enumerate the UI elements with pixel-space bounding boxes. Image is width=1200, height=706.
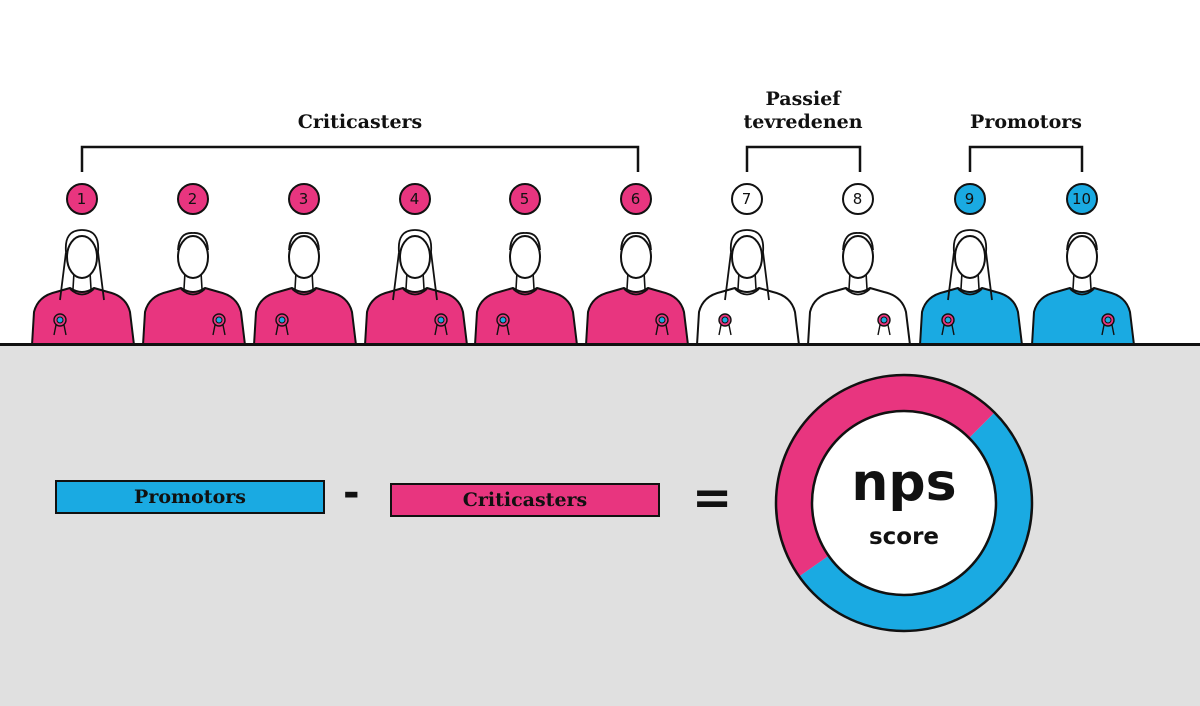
score-circle-10: 10 bbox=[1065, 183, 1098, 215]
score-circle-7: 7 bbox=[730, 183, 763, 215]
passive-label: Passief tevredenen bbox=[743, 88, 863, 133]
passive-bracket bbox=[745, 145, 862, 172]
criticasters-bracket bbox=[80, 145, 640, 172]
rosette-badge-icon bbox=[434, 313, 448, 336]
score-circle-3: 3 bbox=[287, 183, 320, 215]
ring-criticasters-segment bbox=[776, 375, 995, 577]
people-row bbox=[31, 229, 1135, 345]
minus-sign: - bbox=[343, 470, 360, 516]
ground-line bbox=[0, 343, 1200, 346]
nps-ring bbox=[774, 373, 1034, 633]
person-7 bbox=[696, 229, 800, 345]
score-circle-8: 8 bbox=[841, 183, 874, 215]
score-circle-1: 1 bbox=[65, 183, 98, 215]
rosette-badge-icon bbox=[941, 313, 955, 336]
person-2 bbox=[142, 232, 246, 345]
person-6 bbox=[585, 232, 689, 345]
person-10 bbox=[1031, 232, 1135, 345]
person-9 bbox=[919, 229, 1023, 345]
person-4 bbox=[364, 229, 468, 345]
rosette-badge-icon bbox=[877, 313, 891, 336]
ring-promotors-segment bbox=[799, 412, 1032, 631]
nps-title: nps bbox=[851, 453, 957, 513]
score-circle-5: 5 bbox=[508, 183, 541, 215]
person-1 bbox=[31, 229, 135, 345]
person-8 bbox=[807, 232, 911, 345]
promotors-bar: Promotors bbox=[55, 480, 325, 514]
rosette-badge-icon bbox=[1101, 313, 1115, 336]
rosette-badge-icon bbox=[275, 313, 289, 336]
score-circle-4: 4 bbox=[398, 183, 431, 215]
nps-subtitle: score bbox=[868, 524, 940, 550]
promotors-label: Promotors bbox=[970, 111, 1082, 133]
score-circle-6: 6 bbox=[619, 183, 652, 215]
score-circle-9: 9 bbox=[953, 183, 986, 215]
equals-sign: = bbox=[692, 470, 733, 526]
person-3 bbox=[253, 232, 357, 345]
promotors-bracket bbox=[968, 145, 1084, 172]
rosette-badge-icon bbox=[496, 313, 510, 336]
criticasters-bar: Criticasters bbox=[390, 483, 660, 517]
rosette-badge-icon bbox=[212, 313, 226, 336]
criticasters-label: Criticasters bbox=[297, 111, 423, 133]
person-5 bbox=[474, 232, 578, 345]
rosette-badge-icon bbox=[53, 313, 67, 336]
score-circle-2: 2 bbox=[176, 183, 209, 215]
rosette-badge-icon bbox=[718, 313, 732, 336]
rosette-badge-icon bbox=[655, 313, 669, 336]
people-illustration bbox=[31, 145, 1135, 345]
